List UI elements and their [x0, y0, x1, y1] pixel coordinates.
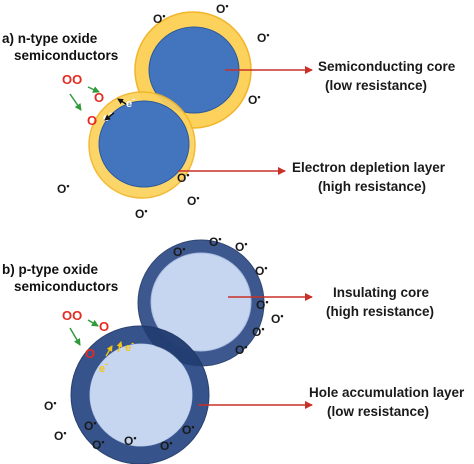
- adsorbed-oxygen-ion: O•: [57, 181, 70, 196]
- adsorbed-oxygen-ion: O•: [135, 206, 148, 221]
- electron-label: e-: [99, 359, 108, 375]
- oxygen-molecule: OO: [62, 72, 82, 87]
- core-label-line1: Semiconducting core: [318, 59, 456, 74]
- green-arrow-icon: [87, 86, 100, 93]
- green-arrow-icon: [69, 93, 82, 111]
- adsorbed-oxygen-ion: O•: [84, 418, 97, 433]
- panel-b-title-line1: b) p-type oxide: [2, 262, 98, 277]
- panel-a: a) n-type oxide semiconductors Semicondu…: [2, 1, 456, 221]
- electron-arrow-icon: [105, 345, 113, 357]
- semiconducting-core: [98, 100, 190, 188]
- adsorbed-oxygen-ion: O•: [257, 30, 270, 45]
- panel-a-title-line2: semiconductors: [14, 48, 118, 63]
- green-arrow-icon: [69, 327, 81, 346]
- electron-label: e-: [126, 94, 135, 110]
- adsorbed-oxygen-ion: O•: [44, 398, 57, 413]
- green-arrow-icon: [87, 319, 99, 327]
- adsorbed-oxygen-ion: O•: [235, 239, 248, 254]
- adsorbed-oxygen-ion: O•: [153, 11, 166, 26]
- adsorbed-oxygen-ion: O•: [160, 438, 173, 453]
- electron-arrow-icon: [117, 98, 127, 105]
- oxygen-atom-top: O: [99, 319, 109, 334]
- layer-label-line2: (high resistance): [318, 179, 426, 194]
- core-label-line2: (low resistance): [325, 78, 427, 93]
- panel-a-title-line1: a) n-type oxide: [2, 31, 98, 46]
- oxygen-atom-bottom: O: [87, 113, 97, 128]
- adsorbed-oxygen-ion: O•: [235, 342, 248, 357]
- adsorbed-oxygen-ion: O•: [182, 422, 195, 437]
- particle-a-bottom: [88, 91, 196, 199]
- oxygen-molecule: OO: [62, 308, 82, 323]
- core-label-line1: Insulating core: [333, 285, 430, 300]
- layer-label-line2: (low resistance): [327, 404, 429, 419]
- adsorbed-oxygen-ion: O•: [209, 234, 222, 249]
- adsorbed-oxygen-ion: O•: [255, 263, 268, 278]
- adsorbed-oxygen-ion: O•: [187, 193, 200, 208]
- insulating-core: [150, 252, 252, 352]
- adsorbed-oxygen-group: O• O• O• O• O• O• O• O•: [57, 1, 270, 221]
- core-label-line2: (high resistance): [326, 304, 434, 319]
- particle-b-bottom: [70, 325, 210, 464]
- adsorbed-oxygen-ion: O•: [271, 311, 284, 326]
- electron-arrow-icon: [104, 112, 115, 121]
- oxygen-atom-bottom: O: [85, 346, 95, 361]
- layer-label-line1: Electron depletion layer: [292, 160, 446, 175]
- adsorbed-oxygen-ion: O•: [248, 92, 261, 107]
- adsorbed-oxygen-group: O•O•O•O•O•O•O•O•O•O•O•O•O•O•O•: [44, 234, 284, 453]
- panel-b: b) p-type oxide semiconductors Insulatin…: [2, 234, 465, 464]
- adsorbed-oxygen-ion: O•: [256, 297, 269, 312]
- oxygen-atom-top: O: [94, 90, 104, 105]
- adsorbed-oxygen-ion: O•: [54, 428, 67, 443]
- adsorbed-oxygen-ion: O•: [92, 437, 105, 452]
- panel-b-title-line2: semiconductors: [14, 279, 118, 294]
- adsorbed-oxygen-ion: O•: [173, 244, 186, 259]
- electron-arrow-icon: [116, 341, 123, 353]
- adsorbed-oxygen-ion: O•: [216, 1, 229, 16]
- insulating-core-front: [90, 344, 192, 446]
- electron-label: e-: [125, 338, 134, 354]
- adsorbed-oxygen-ion: O•: [124, 433, 137, 448]
- adsorbed-oxygen-ion: O•: [177, 170, 190, 185]
- layer-label-line1: Hole accumulation layer: [309, 385, 465, 400]
- adsorbed-oxygen-ion: O•: [252, 324, 265, 339]
